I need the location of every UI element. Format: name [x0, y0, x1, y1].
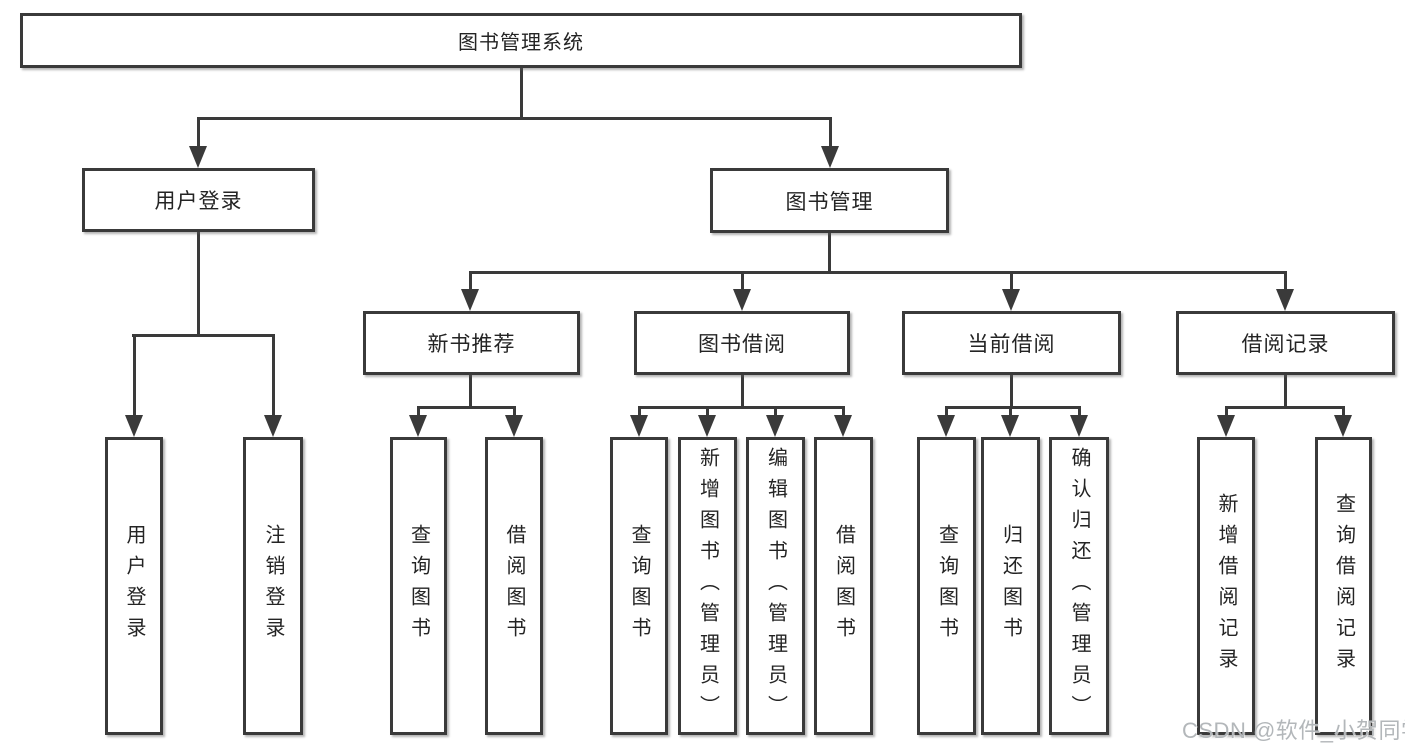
- node-borrowing-records-label: 借阅记录: [1241, 333, 1330, 356]
- node-query-books-recommend: 查询图书: [390, 437, 447, 735]
- node-library-system-label: 图书管理系统: [458, 32, 584, 54]
- connector-arrow-stem: [512, 406, 516, 417]
- node-confirm-return-admin-label: 确认归还（管理员）: [1068, 446, 1090, 726]
- node-library-system: 图书管理系统: [20, 13, 1022, 68]
- connector-arrow-stem: [1283, 271, 1287, 291]
- connector-arrow-stem: [416, 406, 420, 417]
- arrow-down-icon: [189, 146, 207, 168]
- arrow-down-icon: [821, 146, 839, 168]
- connector-arrow-stem: [271, 334, 275, 417]
- node-return-books-label: 归还图书: [999, 524, 1022, 648]
- arrow-down-icon: [630, 415, 648, 437]
- node-current-borrowing-label: 当前借阅: [967, 333, 1056, 356]
- connector-horizontal-line: [945, 406, 1081, 409]
- connector-horizontal-line: [638, 406, 845, 409]
- arrow-down-icon: [1334, 415, 1352, 437]
- connector-vertical-line: [468, 375, 472, 409]
- connector-arrow-stem: [132, 334, 136, 417]
- connector-horizontal-line: [469, 271, 1287, 274]
- connector-arrow-stem: [828, 117, 832, 148]
- node-borrow-books-recommend: 借阅图书: [485, 437, 543, 735]
- connector-vertical-line: [196, 232, 200, 337]
- connector-arrow-stem: [1009, 271, 1013, 291]
- csdn-watermark: CSDN @软件_小贺同学: [1182, 718, 1405, 743]
- arrow-down-icon: [461, 289, 479, 311]
- connector-arrow-stem: [637, 406, 641, 417]
- node-query-books-borrow-label: 查询图书: [628, 524, 650, 648]
- node-query-borrow-record-label: 查询借阅记录: [1332, 493, 1355, 679]
- node-query-books-current-label: 查询图书: [935, 524, 958, 648]
- arrow-down-icon: [937, 415, 955, 437]
- connector-arrow-stem: [841, 406, 845, 417]
- node-borrow-books-borrow: 借阅图书: [814, 437, 873, 735]
- connector-vertical-line: [1283, 375, 1287, 409]
- arrow-down-icon: [505, 415, 523, 437]
- node-logout-action-label: 注销登录: [262, 524, 284, 648]
- node-book-management-label: 图书管理: [785, 190, 874, 214]
- node-borrow-books-borrow-label: 借阅图书: [832, 524, 855, 648]
- node-query-books-current: 查询图书: [917, 437, 976, 735]
- node-add-borrow-record: 新增借阅记录: [1197, 437, 1255, 735]
- node-logout-action: 注销登录: [243, 437, 303, 735]
- connector-horizontal-line: [132, 334, 275, 337]
- arrow-down-icon: [1070, 415, 1088, 437]
- connector-arrow-stem: [740, 271, 744, 291]
- arrow-down-icon: [1276, 289, 1294, 311]
- node-borrowing-records: 借阅记录: [1176, 311, 1395, 375]
- connector-arrow-stem: [1224, 406, 1228, 417]
- arrow-down-icon: [698, 415, 716, 437]
- arrow-down-icon: [766, 415, 784, 437]
- node-edit-book-admin: 编辑图书（管理员）: [746, 437, 805, 735]
- connector-horizontal-line: [417, 406, 516, 409]
- connector-vertical-line: [1009, 375, 1013, 409]
- node-current-borrowing: 当前借阅: [902, 311, 1121, 375]
- node-user-login-action-label: 用户登录: [123, 524, 145, 648]
- node-new-book-recommend: 新书推荐: [363, 311, 580, 375]
- arrow-down-icon: [733, 289, 751, 311]
- node-book-management: 图书管理: [710, 168, 949, 233]
- node-book-borrowing: 图书借阅: [634, 311, 850, 375]
- arrow-down-icon: [264, 415, 282, 437]
- connector-horizontal-line: [1225, 406, 1345, 409]
- connector-vertical-line: [740, 375, 744, 409]
- connector-vertical-line: [519, 68, 523, 120]
- arrow-down-icon: [1002, 289, 1020, 311]
- connector-arrow-stem: [468, 271, 472, 291]
- node-book-borrowing-label: 图书借阅: [698, 333, 786, 356]
- node-return-books: 归还图书: [981, 437, 1040, 735]
- node-query-borrow-record: 查询借阅记录: [1315, 437, 1372, 735]
- connector-arrow-stem: [773, 406, 777, 417]
- connector-arrow-stem: [1341, 406, 1345, 417]
- node-user-login-label: 用户登录: [154, 190, 243, 213]
- node-new-book-recommend-label: 新书推荐: [427, 333, 516, 356]
- connector-arrow-stem: [1077, 406, 1081, 417]
- node-add-book-admin-label: 新增图书（管理员）: [696, 446, 719, 726]
- connector-arrow-stem: [1008, 406, 1012, 417]
- connector-horizontal-line: [197, 117, 831, 120]
- node-query-books-recommend-label: 查询图书: [407, 524, 430, 648]
- connector-vertical-line: [827, 233, 831, 274]
- node-user-login: 用户登录: [82, 168, 315, 232]
- arrow-down-icon: [834, 415, 852, 437]
- arrow-down-icon: [1217, 415, 1235, 437]
- node-user-login-action: 用户登录: [105, 437, 163, 735]
- node-add-borrow-record-label: 新增借阅记录: [1215, 493, 1237, 679]
- connector-arrow-stem: [705, 406, 709, 417]
- node-borrow-books-recommend-label: 借阅图书: [503, 524, 525, 648]
- connector-arrow-stem: [196, 117, 200, 148]
- connector-arrow-stem: [944, 406, 948, 417]
- node-edit-book-admin-label: 编辑图书（管理员）: [764, 446, 787, 726]
- arrow-down-icon: [1001, 415, 1019, 437]
- arrow-down-icon: [409, 415, 427, 437]
- node-confirm-return-admin: 确认归还（管理员）: [1049, 437, 1109, 735]
- node-add-book-admin: 新增图书（管理员）: [678, 437, 737, 735]
- arrow-down-icon: [125, 415, 143, 437]
- node-query-books-borrow: 查询图书: [610, 437, 668, 735]
